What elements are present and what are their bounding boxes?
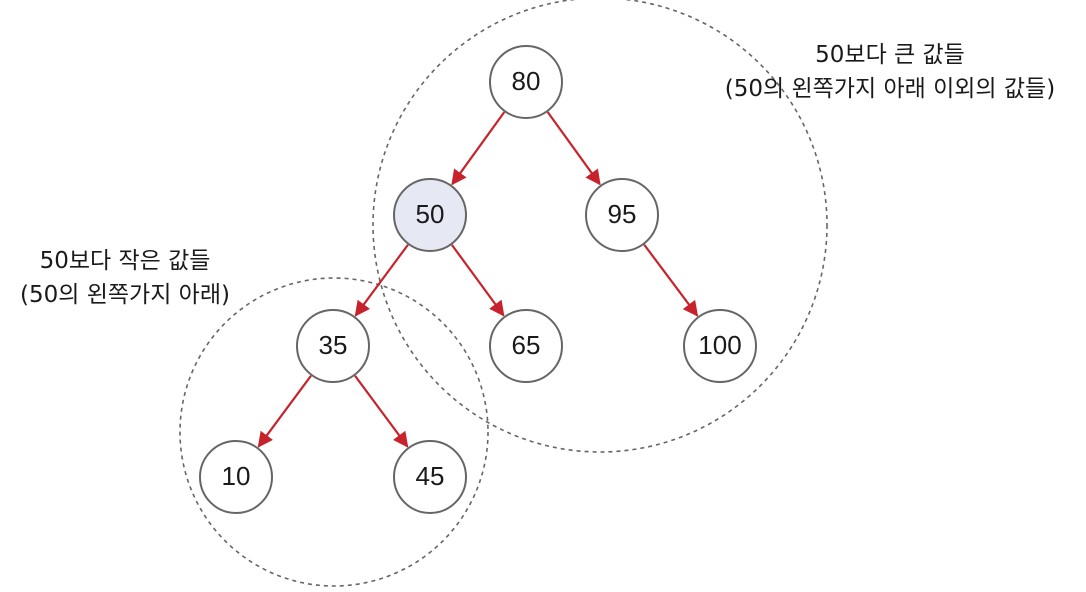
tree-node-circle [683, 309, 757, 383]
tree-nodes: 80 50 95 35 65 100 10 45 [199, 45, 757, 514]
tree-node-label: 35 [319, 330, 348, 360]
tree-node-label: 65 [512, 330, 541, 360]
tree-node-10: 10 [199, 440, 273, 514]
edge-35-to-45 [354, 375, 409, 448]
edge-80-to-95 [546, 111, 601, 186]
tree-node-circle [585, 178, 659, 252]
tree-node-circle [489, 45, 563, 119]
tree-node-circle [199, 440, 273, 514]
tree-node-50: 50 [393, 178, 467, 252]
edge-35-to-10 [257, 375, 312, 448]
group-label-smaller-line1: 50보다 작은 값들 [39, 248, 211, 274]
group-label-larger: 50보다 큰 값들 (50의 왼쪽가지 아래 이외의 값들) [690, 38, 1086, 106]
edge-50-to-65 [450, 244, 505, 317]
group-label-larger-line1: 50보다 큰 값들 [815, 42, 965, 68]
tree-node-label: 80 [512, 66, 541, 96]
tree-edges [257, 111, 699, 448]
tree-node-label: 10 [222, 461, 251, 491]
tree-node-100: 100 [683, 309, 757, 383]
tree-node-circle [296, 309, 370, 383]
group-circle-larger [372, 0, 828, 453]
edge-50-to-35 [354, 244, 409, 317]
tree-node-95: 95 [585, 178, 659, 252]
edge-95-to-100 [643, 243, 699, 317]
group-label-smaller-line2: (50의 왼쪽가지 아래) [20, 282, 230, 308]
tree-node-label: 100 [698, 330, 741, 360]
tree-node-65: 65 [489, 309, 563, 383]
tree-node-80: 80 [489, 45, 563, 119]
group-label-larger-line2: (50의 왼쪽가지 아래 이외의 값들) [724, 76, 1056, 102]
tree-node-45: 45 [393, 440, 467, 514]
tree-node-label: 45 [416, 461, 445, 491]
tree-node-label: 95 [608, 199, 637, 229]
edge-80-to-50 [451, 111, 506, 186]
tree-node-35: 35 [296, 309, 370, 383]
tree-node-label: 50 [416, 199, 445, 229]
tree-node-circle [489, 309, 563, 383]
group-label-smaller: 50보다 작은 값들 (50의 왼쪽가지 아래) [0, 244, 250, 312]
tree-node-circle [393, 178, 467, 252]
tree-node-circle [393, 440, 467, 514]
group-circle-smaller [179, 277, 489, 587]
